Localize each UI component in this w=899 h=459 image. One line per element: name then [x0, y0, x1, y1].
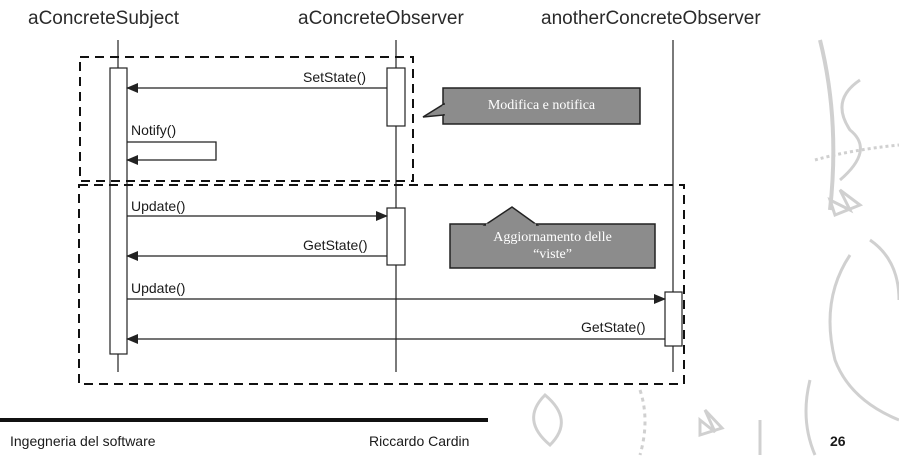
page-number: 26: [830, 433, 846, 449]
footer-course: Ingegneria del software: [10, 433, 156, 449]
label-get-state-1: GetState(): [303, 237, 368, 253]
participant-observer: aConcreteObserver: [298, 8, 464, 29]
arrow-notify: [126, 141, 217, 165]
callout-update-views-line2: “viste”: [533, 247, 572, 262]
frame-modify-notify: [79, 56, 414, 182]
frame-update-views: [78, 184, 685, 385]
activation-observer-1: [386, 67, 406, 127]
label-set-state: SetState(): [303, 69, 367, 85]
activation-another-observer: [664, 291, 683, 347]
participant-subject: aConcreteSubject: [28, 8, 180, 29]
callout-modify-notify-shape: [422, 87, 641, 125]
label-notify: Notify(): [131, 122, 177, 138]
callout-update-views-shape: [449, 206, 656, 269]
activation-subject: [109, 67, 128, 355]
callout-update-views: Aggiornamento delle “viste”: [450, 229, 655, 263]
label-update-2: Update(): [131, 280, 186, 296]
label-update-1: Update(): [131, 198, 186, 214]
activation-observer-2: [386, 207, 406, 266]
participant-another-observer: anotherConcreteObserver: [541, 8, 761, 29]
callout-update-views-line1: Aggiornamento delle: [493, 230, 612, 245]
footer-author: Riccardo Cardin: [369, 433, 470, 449]
label-get-state-2: GetState(): [581, 319, 646, 335]
callout-modify-notify: Modifica e notifica: [487, 98, 596, 113]
